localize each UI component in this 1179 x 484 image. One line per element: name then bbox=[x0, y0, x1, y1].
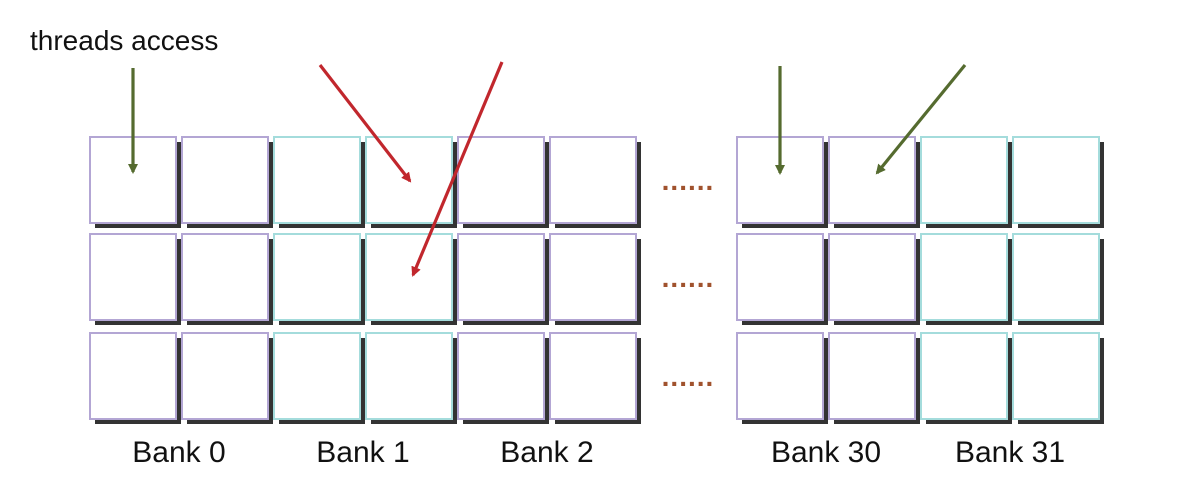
cell-box bbox=[920, 233, 1008, 321]
cell-box bbox=[457, 233, 545, 321]
cell-box bbox=[89, 233, 177, 321]
cell-box bbox=[736, 332, 824, 420]
cell-box bbox=[273, 233, 361, 321]
cell-box bbox=[1012, 136, 1100, 224]
bank-cell bbox=[736, 233, 828, 325]
cell-box bbox=[181, 136, 269, 224]
bank-cell bbox=[1012, 332, 1104, 424]
bank-cell bbox=[736, 136, 828, 228]
bank-cell bbox=[828, 332, 920, 424]
bank-cell bbox=[273, 233, 365, 325]
row-ellipsis: ...... bbox=[662, 361, 715, 392]
cell-box bbox=[828, 332, 916, 420]
cell-box bbox=[828, 136, 916, 224]
cell-box bbox=[736, 233, 824, 321]
bank-cell bbox=[89, 332, 181, 424]
bank-cell bbox=[828, 136, 920, 228]
bank-label: Bank 30 bbox=[771, 436, 881, 469]
bank-cell bbox=[920, 332, 1012, 424]
bank-label: Bank 31 bbox=[955, 436, 1065, 469]
bank-cell bbox=[1012, 233, 1104, 325]
bank-cell bbox=[457, 233, 549, 325]
cell-box bbox=[273, 332, 361, 420]
cell-box bbox=[273, 136, 361, 224]
cell-box bbox=[457, 332, 545, 420]
cell-box bbox=[549, 233, 637, 321]
row-ellipsis: ...... bbox=[662, 165, 715, 196]
red-access-arrow bbox=[411, 61, 504, 277]
bank-cell bbox=[920, 136, 1012, 228]
bank-cell bbox=[736, 332, 828, 424]
bank-cell bbox=[365, 233, 457, 325]
bank-cell bbox=[549, 136, 641, 228]
bank-labels: Bank 0 Bank 1 Bank 2 Bank 30 Bank 31 bbox=[132, 436, 1065, 469]
cell-box bbox=[365, 233, 453, 321]
bank-cell bbox=[920, 233, 1012, 325]
bank-cell bbox=[549, 233, 641, 325]
bank-label: Bank 2 bbox=[500, 436, 593, 469]
cell-box bbox=[549, 136, 637, 224]
bank-cell bbox=[457, 332, 549, 424]
cell-box bbox=[549, 332, 637, 420]
cell-box bbox=[920, 136, 1008, 224]
bank-cell bbox=[365, 136, 457, 228]
green-access-arrow bbox=[875, 63, 967, 175]
cell-box bbox=[1012, 233, 1100, 321]
cell-box bbox=[457, 136, 545, 224]
bank-cell bbox=[273, 136, 365, 228]
cell-box bbox=[181, 233, 269, 321]
bank-label: Bank 1 bbox=[316, 436, 409, 469]
bank-cell bbox=[273, 332, 365, 424]
cell-box bbox=[1012, 332, 1100, 420]
cell-box bbox=[828, 233, 916, 321]
ellipsis-column: .................. bbox=[662, 165, 715, 392]
bank-cell bbox=[181, 136, 273, 228]
bank-cell bbox=[365, 332, 457, 424]
bank-cell bbox=[89, 136, 181, 228]
red-access-arrow bbox=[318, 64, 412, 183]
cell-box bbox=[365, 332, 453, 420]
bank-label: Bank 0 bbox=[132, 436, 225, 469]
thread-access-arrows bbox=[128, 61, 967, 277]
bank-cell bbox=[89, 233, 181, 325]
row-ellipsis: ...... bbox=[662, 262, 715, 293]
bank-cell bbox=[181, 233, 273, 325]
cell-box bbox=[920, 332, 1008, 420]
bank-cell bbox=[828, 233, 920, 325]
memory-grid bbox=[89, 136, 1104, 424]
bank-cell bbox=[181, 332, 273, 424]
bank-cell bbox=[1012, 136, 1104, 228]
bank-cell bbox=[457, 136, 549, 228]
threads-access-caption: threads access bbox=[30, 25, 218, 56]
cell-box bbox=[89, 332, 177, 420]
bank-cell bbox=[549, 332, 641, 424]
cell-box bbox=[181, 332, 269, 420]
